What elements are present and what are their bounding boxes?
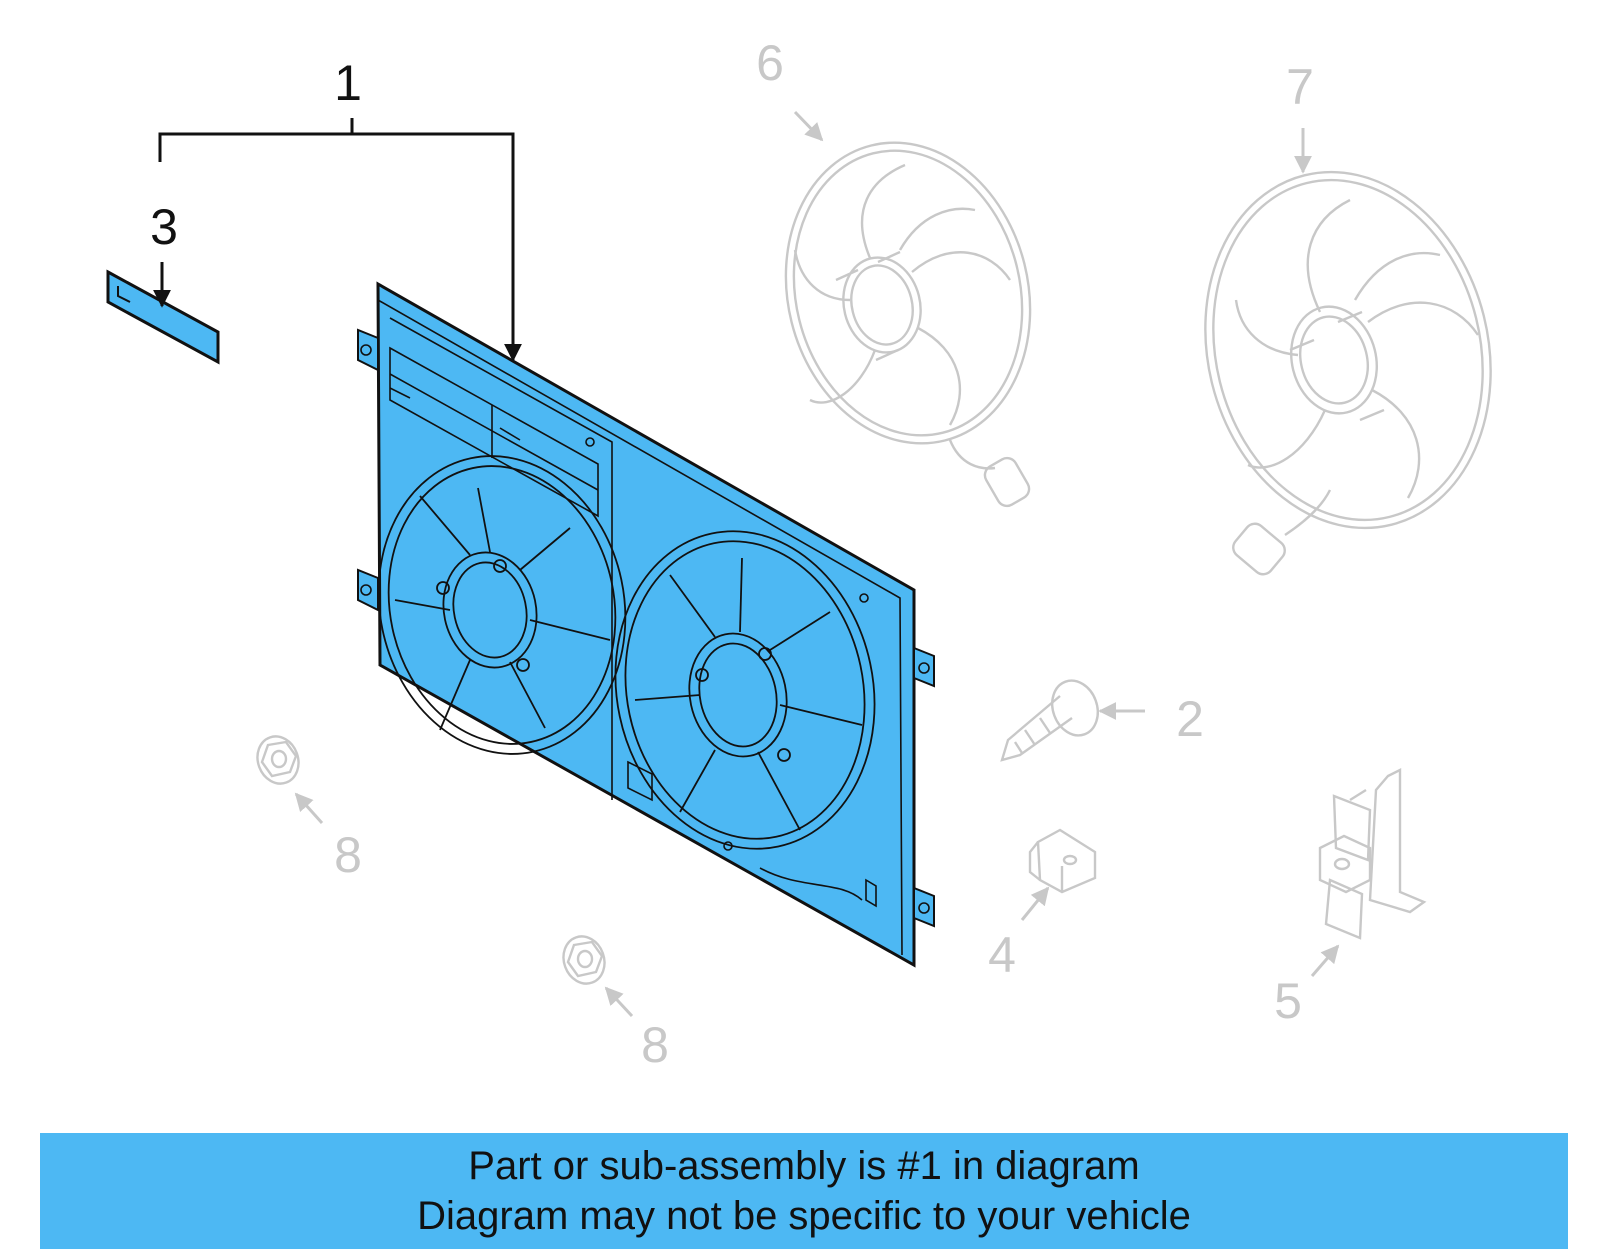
leader-8-lower <box>604 986 634 1018</box>
info-banner-background <box>40 1133 1568 1249</box>
callout-5: 5 <box>1274 973 1302 1029</box>
callout-3: 3 <box>150 199 178 255</box>
leader-4 <box>1020 886 1050 921</box>
callout-7: 7 <box>1286 59 1314 115</box>
bracket-1 <box>158 118 522 362</box>
leader-5 <box>1310 944 1340 977</box>
part-7-fan[interactable] <box>1169 141 1528 578</box>
part-4-clip[interactable] <box>1028 828 1097 894</box>
banner-line-2: Diagram may not be specific to your vehi… <box>417 1194 1191 1238</box>
callout-6: 6 <box>756 35 784 91</box>
callout-4: 4 <box>988 927 1016 983</box>
part-5-bracket[interactable] <box>1318 768 1427 940</box>
part-3-label[interactable] <box>106 269 220 365</box>
callout-1: 1 <box>334 55 362 111</box>
leader-6 <box>793 110 824 142</box>
callout-2: 2 <box>1176 691 1204 747</box>
part-8-nut-lower[interactable] <box>557 931 611 990</box>
part-6-fan[interactable] <box>755 116 1061 509</box>
part-8-nut-upper[interactable] <box>251 731 305 790</box>
leader-8-upper <box>294 792 324 825</box>
part-2-screw[interactable] <box>1000 674 1105 762</box>
banner-line-1: Part or sub-assembly is #1 in diagram <box>468 1144 1140 1188</box>
part-1-fan-shroud[interactable] <box>351 281 935 968</box>
callout-8-lower: 8 <box>641 1017 669 1073</box>
info-banner: Part or sub-assembly is #1 in diagram Di… <box>40 1133 1568 1249</box>
callout-8-upper: 8 <box>334 827 362 883</box>
